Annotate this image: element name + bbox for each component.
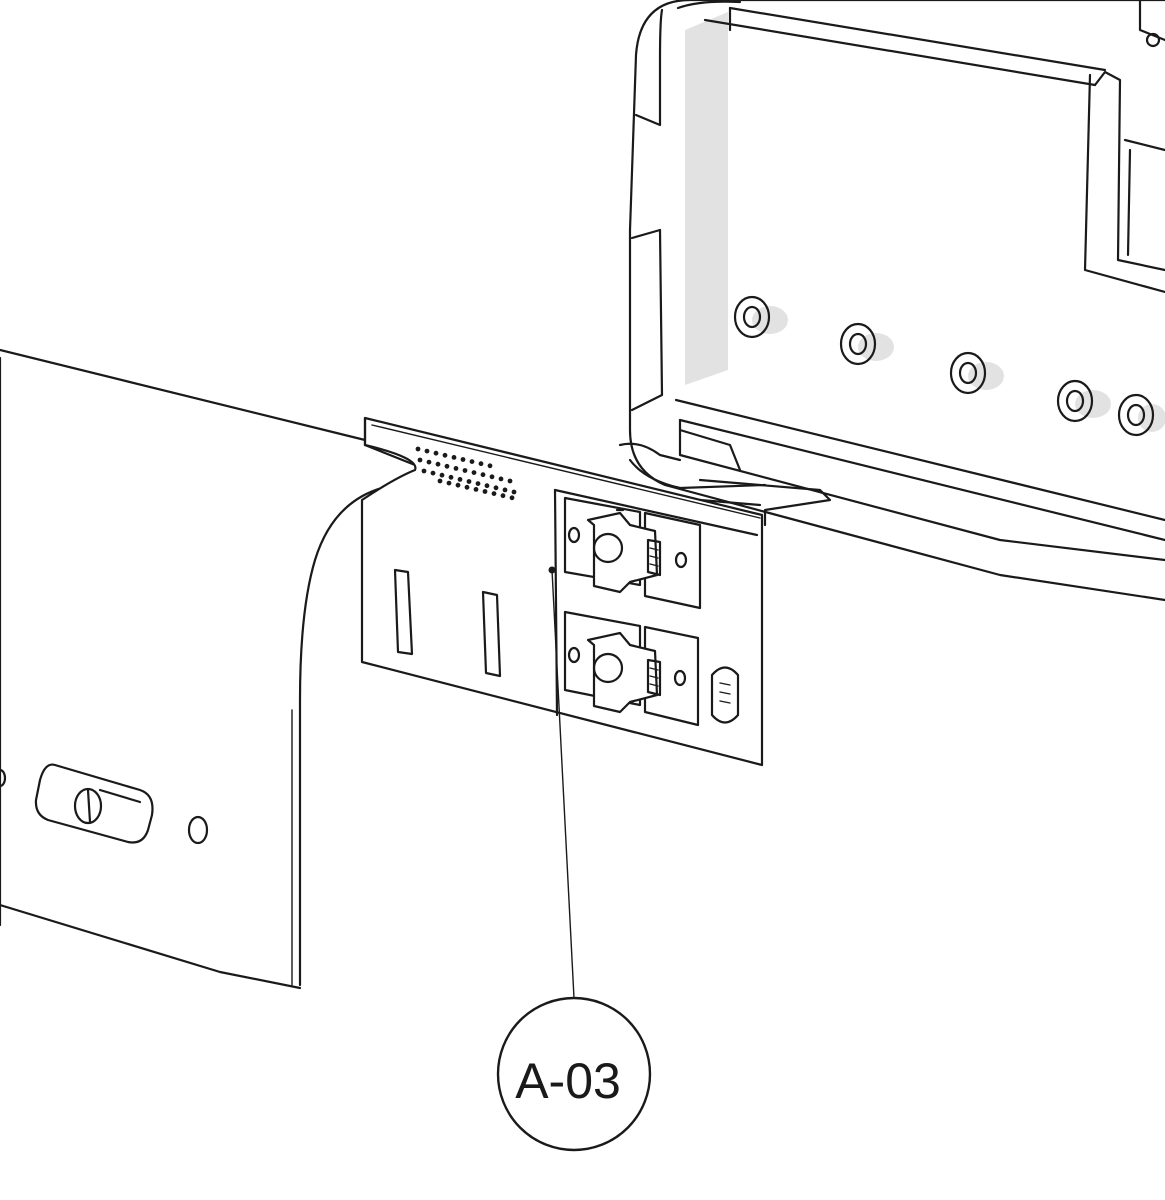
screw [949, 351, 1004, 395]
header-pin [500, 493, 506, 499]
header-pin [430, 470, 436, 476]
header-pin [448, 474, 454, 480]
header-pin [453, 466, 459, 471]
push-button [563, 496, 702, 610]
callout-label: A-03 [515, 1053, 621, 1109]
screw [733, 295, 788, 339]
header-pin [457, 477, 463, 482]
header-pin [475, 481, 481, 486]
oval-connector [710, 666, 740, 724]
callout-circle [496, 996, 652, 1152]
header-pin [442, 452, 448, 458]
header-pin [469, 459, 475, 464]
header-pin [473, 487, 479, 492]
mounting-slot [393, 568, 414, 656]
header-pin [498, 476, 504, 482]
header-pin [437, 478, 443, 484]
panel-hole [0, 768, 7, 788]
header-pin [462, 468, 468, 473]
header-pin [424, 448, 430, 454]
header-pin [502, 487, 508, 493]
side-panel [0, 348, 417, 990]
unit-housing [618, 0, 1165, 602]
header-pin [507, 478, 513, 484]
header-pin [491, 491, 497, 496]
header-pin [478, 461, 484, 467]
header-pin [444, 463, 450, 469]
header-pin [417, 457, 423, 463]
header-pin [451, 455, 457, 460]
push-button [563, 610, 700, 727]
header-pin [509, 495, 515, 501]
header-pin [435, 461, 441, 467]
callout-a03: A-03 [496, 566, 652, 1152]
control-board [360, 416, 764, 767]
screw-row [733, 295, 1165, 437]
connector-header [415, 446, 517, 501]
header-pin [484, 483, 490, 489]
header-pin [426, 459, 432, 465]
screw [1056, 379, 1111, 423]
panel-hole [187, 815, 209, 845]
header-pin [480, 472, 486, 478]
header-pin [421, 468, 427, 474]
header-pin [489, 474, 495, 480]
screw [1117, 393, 1165, 437]
header-pin [446, 480, 452, 486]
header-pin [433, 450, 439, 456]
header-pin [482, 489, 488, 494]
panel-slot [34, 763, 154, 844]
mounting-slot [481, 590, 502, 678]
header-pin [455, 482, 461, 488]
header-pin [466, 479, 472, 484]
header-pin [511, 489, 517, 495]
header-pin [415, 446, 421, 452]
header-pin [487, 463, 493, 469]
leader-line [551, 569, 575, 999]
header-pin [471, 470, 477, 475]
header-pin [464, 484, 470, 490]
header-pin [493, 485, 499, 491]
header-pin [460, 457, 466, 462]
header-pin [439, 472, 445, 478]
screw [839, 322, 894, 366]
